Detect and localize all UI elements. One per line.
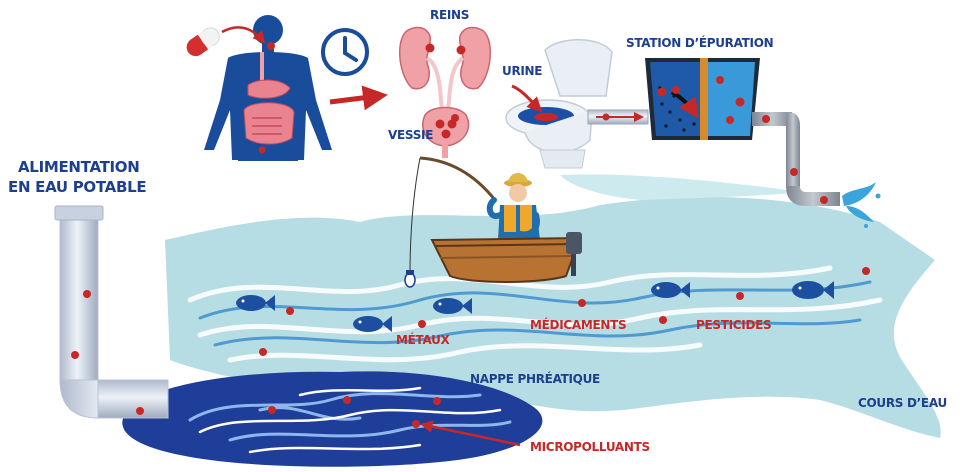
label-nappe-phreatique: NAPPE PHRÉATIQUE [470, 372, 600, 386]
label-metaux: MÉTAUX [396, 333, 450, 347]
pill-icon [183, 24, 223, 59]
body-to-kidneys-arrow [330, 96, 378, 102]
label-alimentation-line1: ALIMENTATION [18, 158, 140, 177]
boat-icon [432, 232, 582, 282]
label-pesticides: PESTICIDES [696, 318, 771, 332]
label-reins: REINS [430, 8, 469, 22]
treatment-tank-icon [645, 58, 760, 140]
label-micropolluants: MICROPOLLUANTS [530, 440, 650, 454]
drinking-water-pipe [55, 206, 168, 418]
label-medicaments: MÉDICAMENTS [530, 318, 626, 332]
label-alimentation-line2: EN EAU POTABLE [8, 178, 146, 197]
label-urine: URINE [502, 64, 542, 78]
label-cours-d-eau: COURS D’EAU [858, 396, 947, 410]
toilet-icon [506, 40, 612, 168]
human-body-icon [204, 15, 332, 161]
kidneys-icon [400, 28, 491, 112]
label-vessie: VESSIE [388, 128, 433, 142]
sewer-pipe [588, 110, 648, 124]
clock-icon [323, 30, 367, 74]
label-station: STATION D’ÉPURATION [626, 36, 773, 50]
